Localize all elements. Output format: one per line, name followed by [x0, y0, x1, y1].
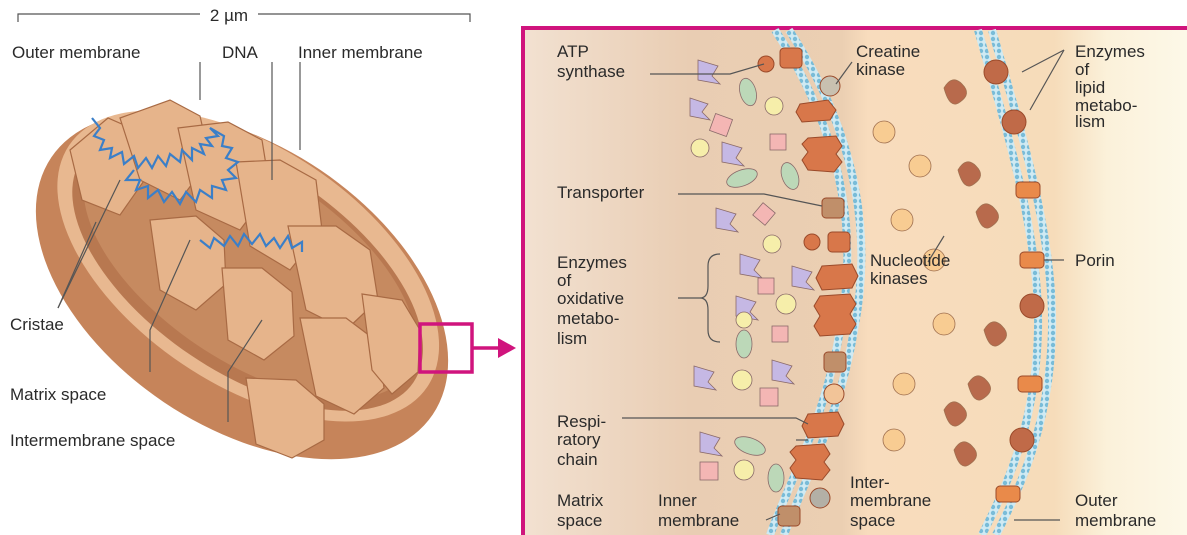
scale-bar: 2 µm	[18, 6, 470, 25]
label-inner-membrane: Inner membrane	[298, 43, 423, 62]
label-matrix-space-right: Matrix space	[557, 491, 608, 530]
label-cristae: Cristae	[10, 315, 64, 334]
label-transporter: Transporter	[557, 183, 645, 202]
label-matrix-space: Matrix space	[10, 385, 106, 404]
label-intermembrane-space: Intermembrane space	[10, 431, 175, 450]
label-dna: DNA	[222, 43, 259, 62]
mitochondrion	[0, 41, 511, 530]
right-panel: ATP synthase Creatine kinase Enzymes of …	[523, 28, 1187, 535]
left-panel: 2 µm	[0, 6, 516, 531]
scale-bar-label: 2 µm	[210, 6, 248, 25]
zoom-arrow-head	[498, 338, 516, 358]
label-outer-membrane: Outer membrane	[12, 43, 141, 62]
label-porin: Porin	[1075, 251, 1115, 270]
